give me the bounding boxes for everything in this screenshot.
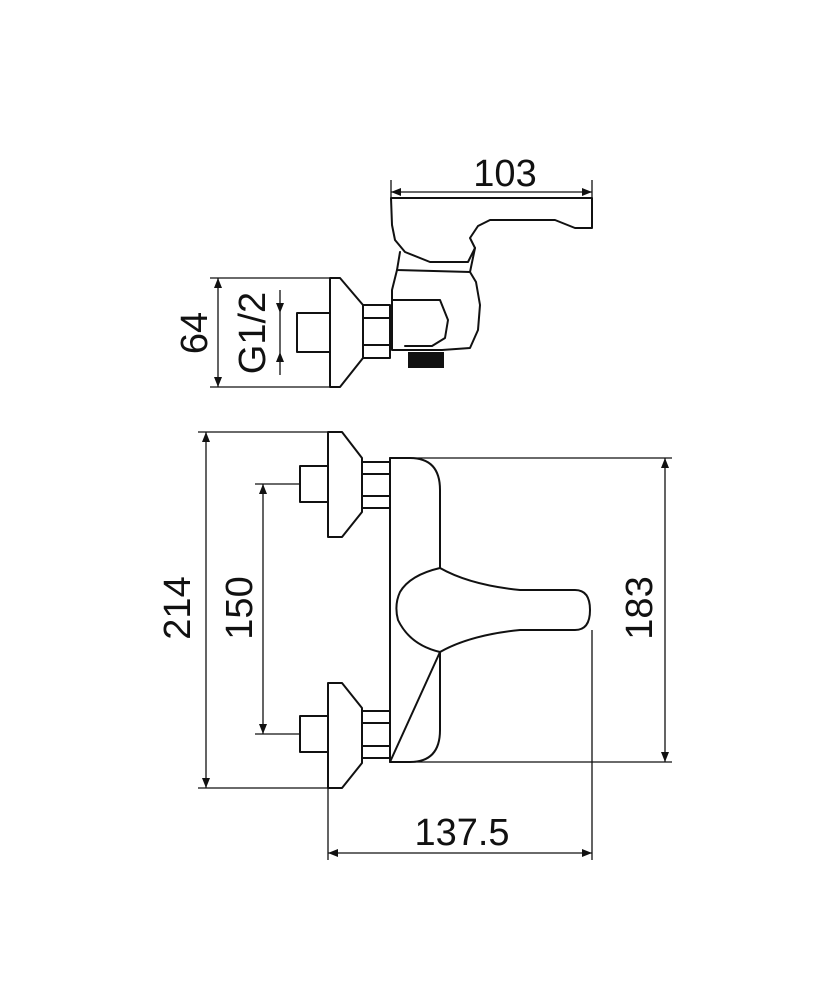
front-handle (395, 567, 591, 653)
front-inlet-stub-upper (299, 465, 329, 503)
dim-214-label: 214 (157, 576, 199, 639)
dim-150-label: 150 (219, 576, 261, 639)
dim-g12-label: G1/2 (232, 292, 274, 374)
front-hex-nut-lower (361, 710, 391, 759)
front-inlet-stub-lower (299, 715, 329, 753)
side-flange (329, 277, 364, 388)
front-view: 214 150 183 137.5 (157, 431, 672, 860)
dim-183-label: 183 (619, 576, 661, 639)
dim-103-label: 103 (473, 153, 536, 195)
front-flange-upper (327, 431, 363, 538)
dim-64-label: 64 (174, 312, 216, 354)
dim-1375-label: 137.5 (414, 812, 509, 854)
front-mixer-body (389, 457, 441, 763)
side-view: 103 64 G1/2 (174, 153, 593, 388)
side-handle (390, 197, 593, 263)
front-hex-nut-upper (361, 461, 391, 509)
side-cartridge-lower (391, 269, 481, 351)
front-flange-lower (327, 682, 363, 789)
side-cartridge (396, 247, 476, 273)
side-outlet (408, 352, 444, 368)
side-spout (391, 299, 449, 347)
side-hex-nut (362, 304, 391, 359)
side-inlet-stub (296, 312, 331, 353)
